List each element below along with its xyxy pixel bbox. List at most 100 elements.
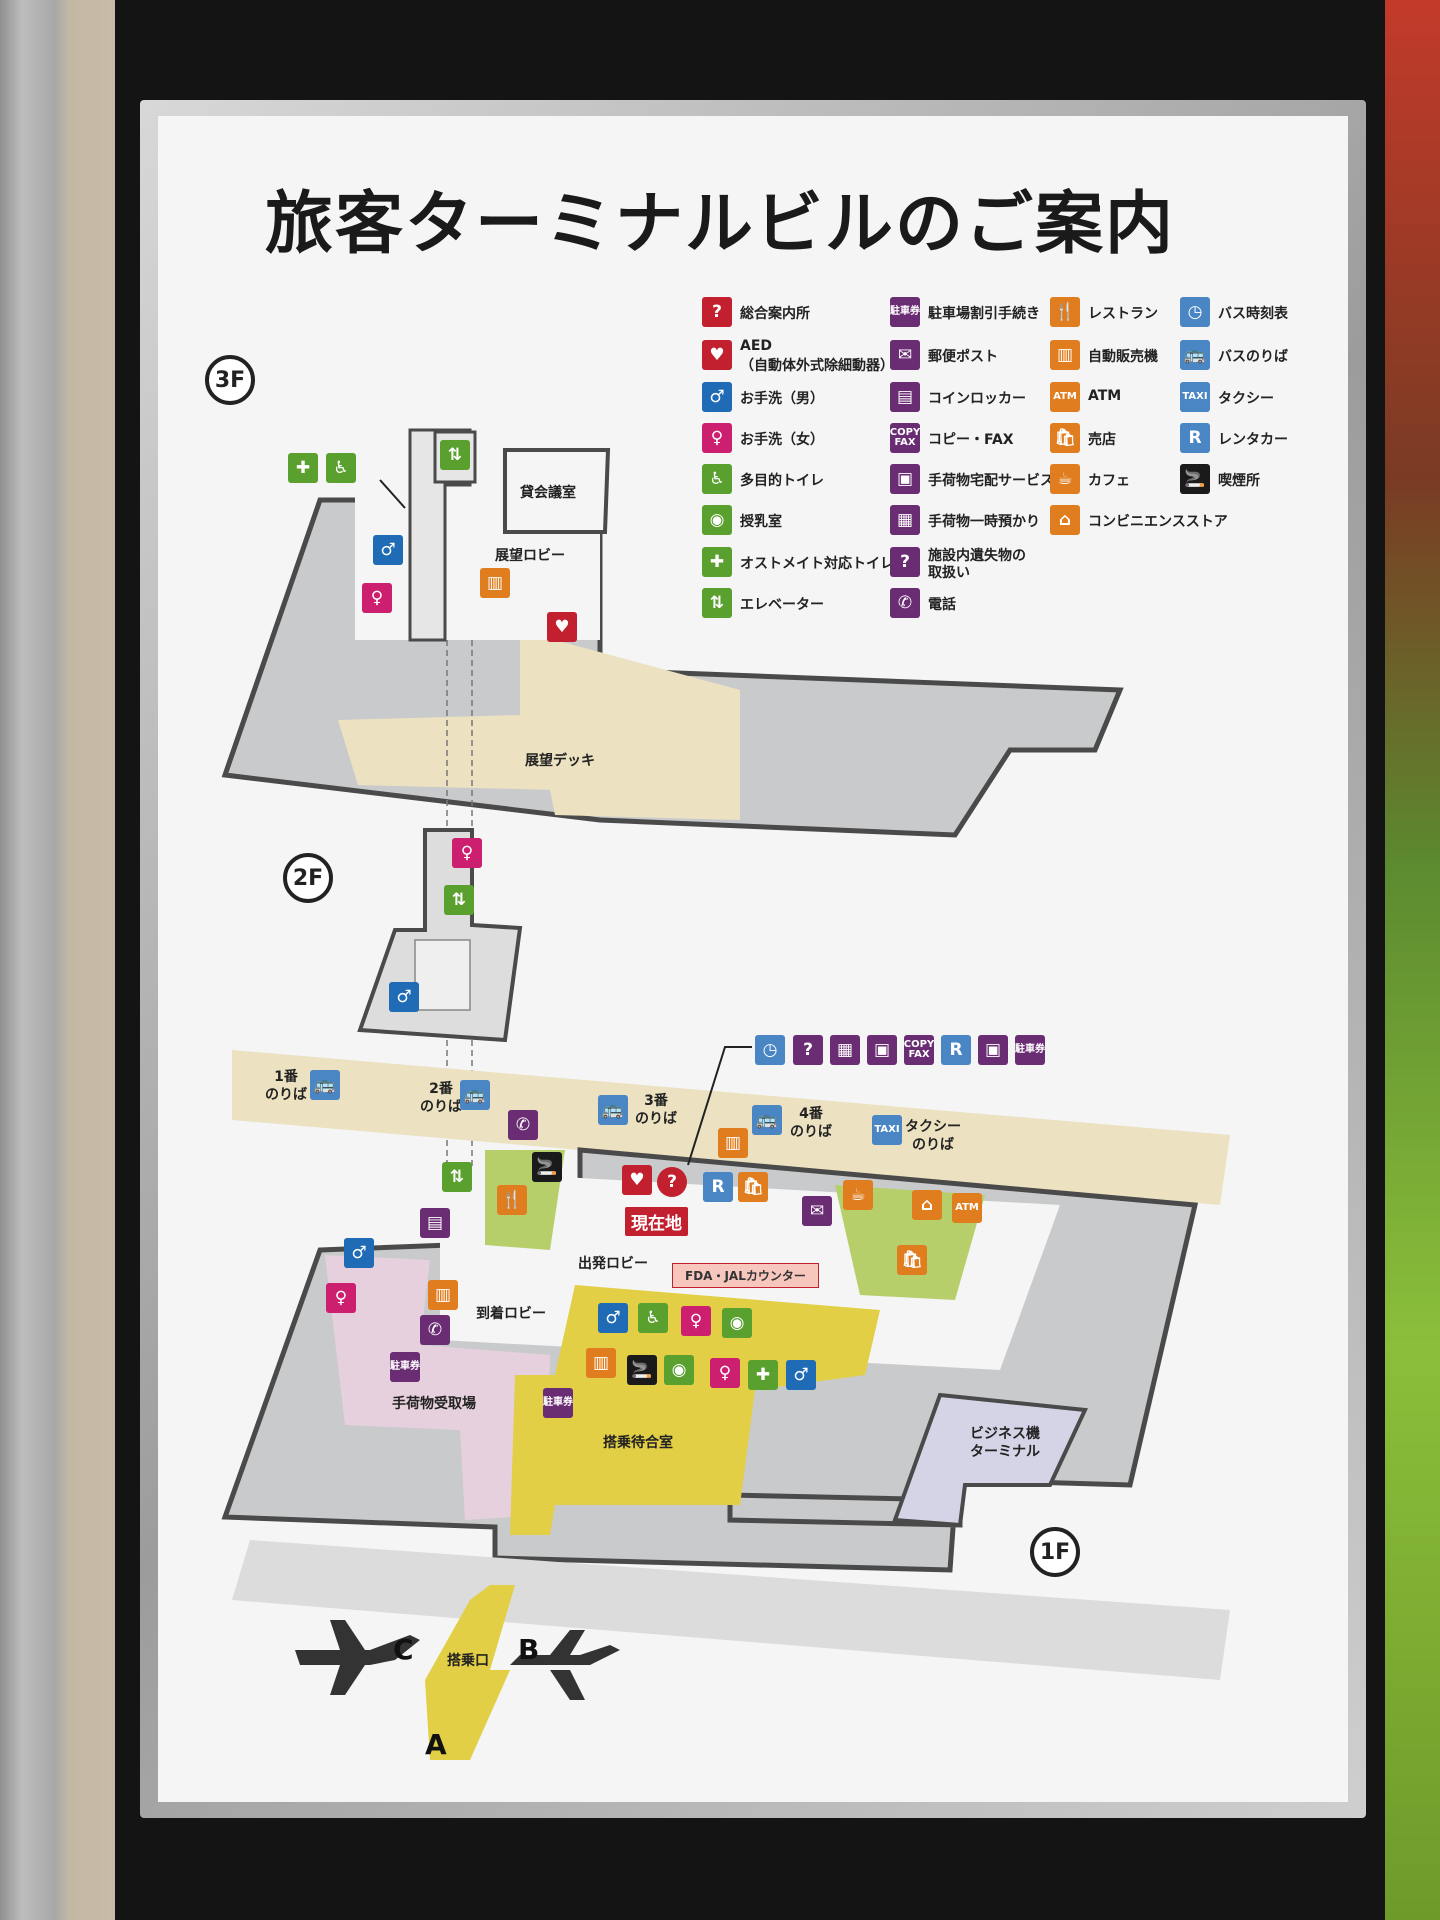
aed-icon: ♥ (547, 612, 577, 642)
legend-label: 駐車場割引手続き (928, 306, 1040, 322)
legend-label: 施設内遺失物の (928, 548, 1026, 564)
legend-label: コインロッカー (928, 391, 1026, 407)
womens-toilet-icon: ♀ (362, 583, 392, 613)
mens-toilet-icon: ♂ (702, 382, 732, 412)
legend-label: エレベーター (740, 597, 824, 613)
legend-label: コンビニエンスストア (1088, 514, 1228, 530)
label-business-terminal: ビジネス機ターミナル (970, 1426, 1040, 1460)
legend-label: お手洗（女） (740, 432, 824, 448)
legend-label: バス時刻表 (1218, 306, 1288, 322)
floor-2f-plan (357, 828, 523, 1043)
label-conference-room: 貸会議室 (520, 485, 576, 501)
elevator-icon: ⇅ (444, 885, 474, 915)
floor-3f-observation-deck (338, 640, 555, 790)
floor-badge-3f: 3F (205, 355, 255, 405)
legend-label: ATM (1088, 388, 1122, 404)
legend-label: 売店 (1088, 432, 1116, 448)
telephone-icon: ✆ (890, 588, 920, 618)
mens-toilet-icon: ♂ (373, 535, 403, 565)
floor-1f-shop-area (835, 1185, 985, 1300)
vending-machine-icon: ▥ (1050, 340, 1080, 370)
label-observation-deck: 展望デッキ (525, 753, 595, 769)
baggage-storage-icon: ▦ (890, 505, 920, 535)
baggage-storage-icon: ▦ (830, 1035, 860, 1065)
mens-toilet-icon: ♂ (786, 1360, 816, 1390)
vending-machine-icon: ▥ (586, 1348, 616, 1378)
smoking-area-icon: 🚬 (532, 1152, 562, 1182)
shop-icon: 🛍 (738, 1172, 768, 1202)
womens-toilet-icon: ♀ (710, 1358, 740, 1388)
floor-3f-arrow (379, 479, 406, 509)
womens-toilet-icon: ♀ (681, 1306, 711, 1336)
legend-label: AED (740, 338, 773, 354)
airplane-right (510, 1630, 620, 1700)
legend-label: コピー・FAX (928, 432, 1014, 448)
parking-discount-icon: 駐車券 (890, 297, 920, 327)
aed-icon: ♥ (622, 1165, 652, 1195)
bus-stop-icon: 🚌 (752, 1105, 782, 1135)
rental-car-icon: R (941, 1035, 971, 1065)
aed-icon: ♥ (702, 340, 732, 370)
telephone-icon: ✆ (420, 1315, 450, 1345)
info-icon: ? (657, 1167, 687, 1197)
parking-discount-icon: 駐車券 (1015, 1035, 1045, 1065)
page-title: 旅客ターミナルビルのご案内 (264, 185, 1175, 264)
vending-machine-icon: ▥ (480, 568, 510, 598)
label-arrival-lobby: 到着ロビー (476, 1306, 546, 1322)
legend-label-line2: （自動体外式除細動器） (740, 358, 894, 374)
floor-2f-stairs (414, 939, 471, 1011)
nursing-room-icon: ◉ (722, 1308, 752, 1338)
floor-3f-plan (221, 428, 1124, 1170)
label-bus-3: 3番のりば (635, 1093, 677, 1127)
copy-fax-icon: COPY FAX (904, 1035, 934, 1065)
floor-1f-business-terminal (892, 1392, 1089, 1528)
vending-machine-icon: ▥ (718, 1128, 748, 1158)
copy-fax-icon: COPY FAX (890, 423, 920, 453)
legend-label: 自動販売機 (1088, 349, 1158, 365)
bus-stop-icon: 🚌 (1180, 340, 1210, 370)
left-wall (0, 0, 115, 1920)
elevator-icon: ⇅ (702, 588, 732, 618)
floor-1f-baggage-claim (325, 1255, 550, 1520)
right-wall-mural (1385, 0, 1440, 1920)
legend-label: カフェ (1088, 473, 1130, 489)
legend-label: タクシー (1218, 391, 1274, 407)
coin-locker-icon: ▤ (420, 1208, 450, 1238)
legend-label: レストラン (1088, 306, 1158, 322)
floor-badge-1f: 1F (1030, 1527, 1080, 1577)
gate-b-label: B (518, 1633, 540, 1666)
label-bus-4: 4番のりば (790, 1106, 832, 1140)
atm-icon: ATM (952, 1193, 982, 1223)
legend-label: オストメイト対応トイレ (740, 556, 894, 572)
ostomate-toilet-icon: ✚ (748, 1360, 778, 1390)
label-taxi-stand: タクシーのりば (905, 1119, 961, 1153)
bus-timetable-icon: ◷ (1180, 297, 1210, 327)
floor-1f-waiting-room (510, 1285, 880, 1535)
bus-stop-icon: 🚌 (310, 1070, 340, 1100)
legend-label: 手荷物一時預かり (928, 514, 1040, 530)
convenience-store-icon: ⌂ (912, 1190, 942, 1220)
coin-locker-icon: ▤ (890, 382, 920, 412)
parking-discount-icon: 駐車券 (543, 1388, 573, 1418)
mailbox-icon: ✉ (890, 340, 920, 370)
womens-toilet-icon: ♀ (326, 1283, 356, 1313)
baggage-delivery-icon: ▣ (890, 464, 920, 494)
ostomate-toilet-icon: ✚ (702, 547, 732, 577)
bus-stop-icon: 🚌 (460, 1080, 490, 1110)
restaurant-icon: 🍴 (1050, 297, 1080, 327)
accessible-toilet-icon: ♿ (638, 1303, 668, 1333)
legend-label-line2: 取扱い (928, 565, 970, 581)
convenience-store-icon: ⌂ (1050, 505, 1080, 535)
legend-label: レンタカー (1218, 432, 1288, 448)
legend-label: 総合案内所 (740, 306, 810, 322)
bus-timetable-icon: ◷ (755, 1035, 785, 1065)
label-waiting-room: 搭乗待合室 (603, 1435, 673, 1451)
nursing-room-icon: ◉ (664, 1355, 694, 1385)
current-location-pointer (687, 1046, 752, 1166)
vending-machine-icon: ▥ (428, 1280, 458, 1310)
floor-1f-boarding-pier (425, 1585, 515, 1760)
mens-toilet-icon: ♂ (389, 982, 419, 1012)
label-boarding-gate: 搭乗口 (447, 1653, 489, 1669)
label-baggage-claim: 手荷物受取場 (392, 1396, 476, 1412)
